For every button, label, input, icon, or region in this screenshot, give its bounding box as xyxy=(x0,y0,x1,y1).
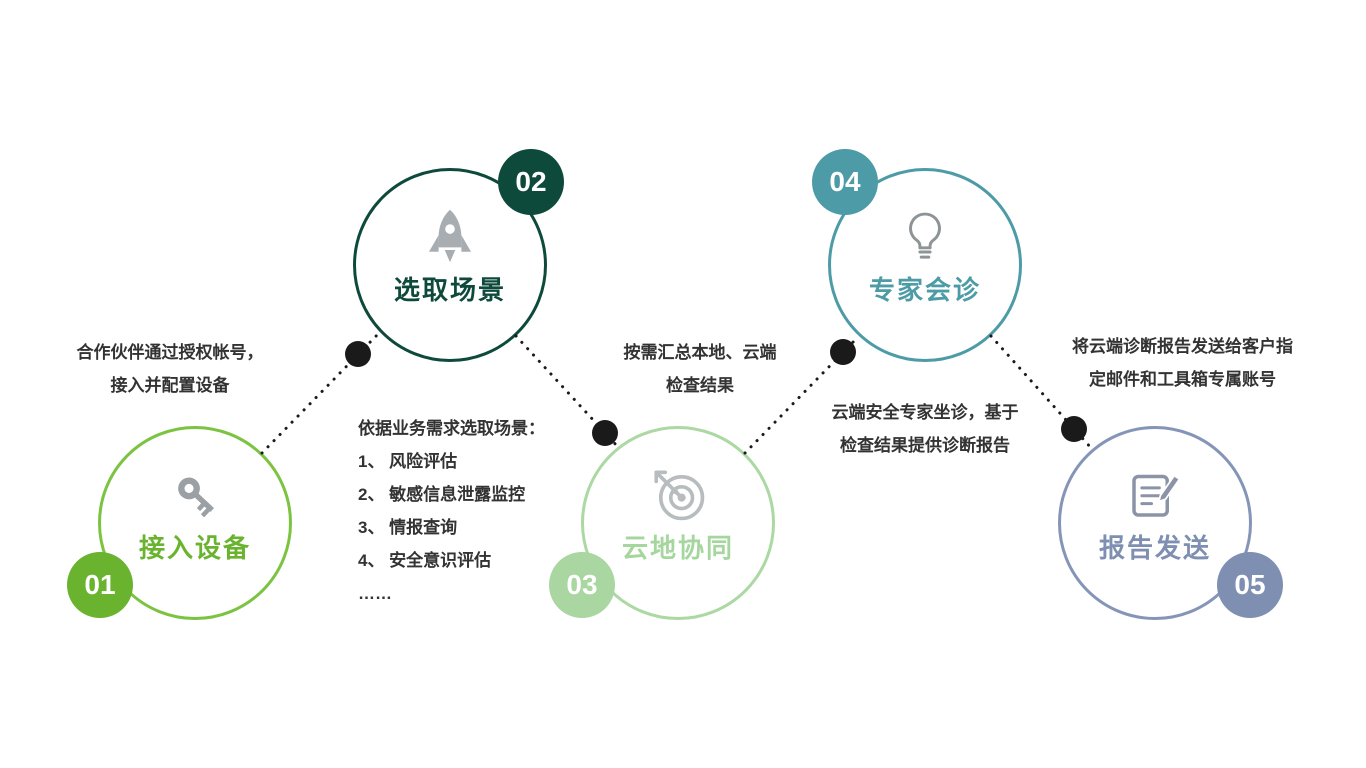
scenario-list-item: 2、 敏感信息泄露监控 xyxy=(358,485,526,504)
step-05-description: 将云端诊断报告发送给客户指 定邮件和工具箱专属账号 xyxy=(1040,330,1325,396)
step-02-description: 依据业务需求选取场景： 1、 风险评估 2、 敏感信息泄露监控 3、 情报查询 … xyxy=(358,412,658,610)
lightbulb-icon xyxy=(898,205,952,267)
scenario-list-item: 1、 风险评估 xyxy=(358,452,458,471)
description-line: 云端安全专家坐诊，基于 xyxy=(831,403,1019,422)
description-line: 检查结果 xyxy=(666,376,734,395)
description-line: 接入并配置设备 xyxy=(110,376,230,395)
step-05-number-badge: 05 xyxy=(1217,552,1283,618)
rocket-icon xyxy=(422,205,478,267)
report-pen-icon xyxy=(1127,463,1183,525)
step-02-title: 选取场景 xyxy=(393,275,506,305)
step-01-description: 合作伙伴通过授权帐号， 接入并配置设备 xyxy=(30,336,310,402)
connector-dot-1 xyxy=(345,341,371,367)
connector-dot-3 xyxy=(830,339,856,365)
description-line: 检查结果提供诊断报告 xyxy=(840,436,1010,455)
scenario-list-title: 依据业务需求选取场景： xyxy=(358,419,545,438)
step-01-number-badge: 01 xyxy=(67,552,133,618)
step-04-number-badge: 04 xyxy=(812,149,878,215)
step-04-title: 专家会诊 xyxy=(868,275,981,305)
description-line: 将云端诊断报告发送给客户指 xyxy=(1072,337,1293,356)
description-line: 合作伙伴通过授权帐号， xyxy=(76,343,264,362)
step-04-description: 云端安全专家坐诊，基于 检查结果提供诊断报告 xyxy=(788,396,1062,462)
scenario-list-item: 3、 情报查询 xyxy=(358,518,458,537)
step-03-number-badge: 03 xyxy=(549,552,615,618)
step-02-number-badge: 02 xyxy=(498,149,564,215)
step-03-description: 按需汇总本地、云端 检查结果 xyxy=(580,336,820,402)
step-03-title: 云地协同 xyxy=(621,533,734,563)
connector-dot-4 xyxy=(1061,416,1087,442)
key-icon xyxy=(166,463,224,525)
step-05-title: 报告发送 xyxy=(1098,533,1211,563)
scenario-list-item: 4、 安全意识评估 xyxy=(358,551,492,570)
target-dart-icon xyxy=(649,463,707,525)
step-01-title: 接入设备 xyxy=(138,533,251,563)
description-line: 定邮件和工具箱专属账号 xyxy=(1089,370,1276,389)
description-line: 按需汇总本地、云端 xyxy=(623,343,777,362)
step-02-circle: 选取场景 xyxy=(353,168,547,362)
scenario-list-item: …… xyxy=(358,584,392,603)
